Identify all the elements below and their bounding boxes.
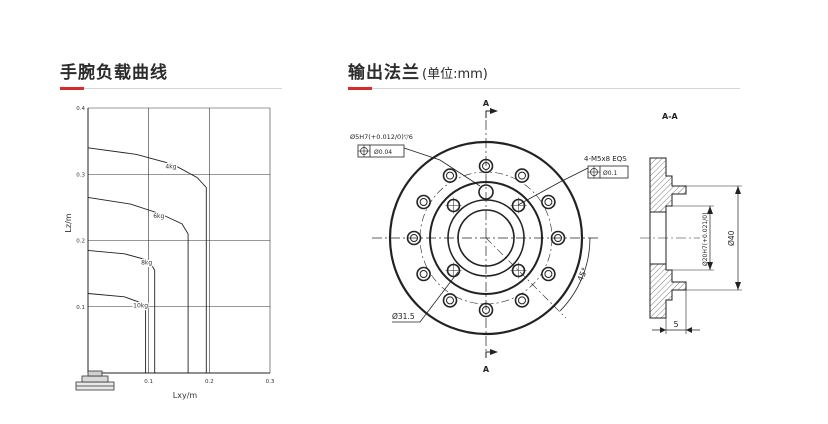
flange-bore-outer xyxy=(447,199,525,277)
series-label: 8kg xyxy=(141,259,152,266)
pcd-leader xyxy=(392,271,459,323)
section-arrow-top xyxy=(490,108,498,114)
pin-hole-leader xyxy=(403,147,481,187)
section-arrow-bottom xyxy=(490,349,498,355)
flange-raised-ring xyxy=(429,181,543,295)
bolt-hole xyxy=(406,230,422,246)
chart-ticks: 0.1 0.2 0.3 0.1 0.2 0.3 0.4 xyxy=(76,106,275,385)
x-tick-label: 0.3 xyxy=(266,379,275,385)
x-tick-label: 0.2 xyxy=(205,379,214,385)
bolt-hole-inner xyxy=(419,270,428,278)
wrist-load-curve-title: 手腕负载曲线 xyxy=(60,63,168,83)
output-flange-title: 输出法兰(单位:mm) xyxy=(348,58,488,83)
pcd-dimension: Ø31.5 xyxy=(392,312,415,321)
series-label: 10kg xyxy=(133,302,148,309)
section-label-bottom: A xyxy=(483,365,490,374)
depth-dimension: 5 xyxy=(673,320,678,329)
outer-dimension: Ø40 xyxy=(727,230,736,246)
series-line-8kg xyxy=(87,249,156,373)
series-line-10kg xyxy=(87,293,147,373)
output-flange-title-text: 输出法兰 xyxy=(348,63,420,83)
bolt-hole xyxy=(478,302,494,318)
angle-arc xyxy=(559,237,591,312)
flange-outer-edge xyxy=(388,140,584,336)
pin-hole-callout: Ø5H7(+0.012/0)▽6 xyxy=(350,133,413,141)
thread-tolerance: Ø0.1 xyxy=(603,170,617,177)
bolt-hole xyxy=(541,266,556,282)
bolt-hole-inner xyxy=(544,198,553,206)
x-tick-label: 0.1 xyxy=(144,379,153,385)
bolt-hole xyxy=(442,293,458,308)
inner-threaded-holes xyxy=(445,197,527,279)
x-axis-label: Lxy/m xyxy=(173,391,198,400)
chart-series: 4kg 6kg 8kg 10kg xyxy=(87,147,207,373)
bolt-hole xyxy=(550,230,566,246)
bolt-hole-inner xyxy=(410,234,418,242)
bolt-hole-inner xyxy=(518,296,526,305)
flange-bore-inner xyxy=(457,209,515,267)
bolt-hole-inner xyxy=(446,296,454,305)
bolt-hole-inner xyxy=(518,171,526,180)
outer-bolt-holes xyxy=(406,158,566,318)
robot-base-icon xyxy=(75,370,115,391)
y-tick-label: 0.3 xyxy=(76,172,85,178)
chart-axes xyxy=(87,108,270,374)
bolt-hole xyxy=(514,168,530,183)
bolt-hole xyxy=(416,194,431,210)
right-title-underline xyxy=(348,87,740,90)
bolt-hole xyxy=(514,293,530,308)
section-view-title: A-A xyxy=(662,112,679,121)
y-tick-label: 0.4 xyxy=(76,106,85,112)
bolt-hole-inner xyxy=(446,171,454,180)
section-label-top: A xyxy=(483,99,490,108)
flange-front-view xyxy=(357,108,629,358)
series-line-4kg xyxy=(87,147,207,373)
left-title-accent xyxy=(60,87,84,90)
section-upper-body xyxy=(649,157,687,213)
series-line-6kg xyxy=(87,196,189,373)
bolt-hole xyxy=(416,266,431,282)
thread-callout: 4-M5x8 EQS xyxy=(584,155,627,163)
unit-note: (单位:mm) xyxy=(422,67,488,82)
bolt-hole-inner xyxy=(544,270,553,278)
bolt-hole xyxy=(478,158,494,174)
chart-grid xyxy=(88,107,271,373)
series-label: 4kg xyxy=(165,163,176,170)
bolt-hole xyxy=(442,168,458,183)
series-label: 6kg xyxy=(153,213,164,220)
load-curve-chart: 4kg 6kg 8kg 10kg 0.1 0.2 0.3 0.1 0.2 0.3 0.4 Lxy/… xyxy=(64,106,275,400)
section-lower-body xyxy=(649,263,687,319)
pin-hole-tolerance: Ø0.04 xyxy=(374,149,392,156)
bolt-hole xyxy=(541,194,556,210)
y-axis-label: Lz/m xyxy=(64,213,73,232)
bolt-hole-inner xyxy=(482,306,490,314)
pin-hole xyxy=(478,184,494,200)
y-tick-label: 0.2 xyxy=(76,239,85,245)
right-title-accent xyxy=(348,87,372,90)
bore-dimension: Ø20H7(+0.021/0) xyxy=(702,213,709,266)
bolt-hole-inner xyxy=(482,162,490,170)
thread-leader xyxy=(517,167,589,206)
flange-section-view xyxy=(640,157,742,334)
bolt-hole-inner xyxy=(554,234,562,242)
y-tick-label: 0.1 xyxy=(76,305,85,311)
bolt-hole-inner xyxy=(419,198,428,206)
left-title-underline xyxy=(60,87,282,90)
